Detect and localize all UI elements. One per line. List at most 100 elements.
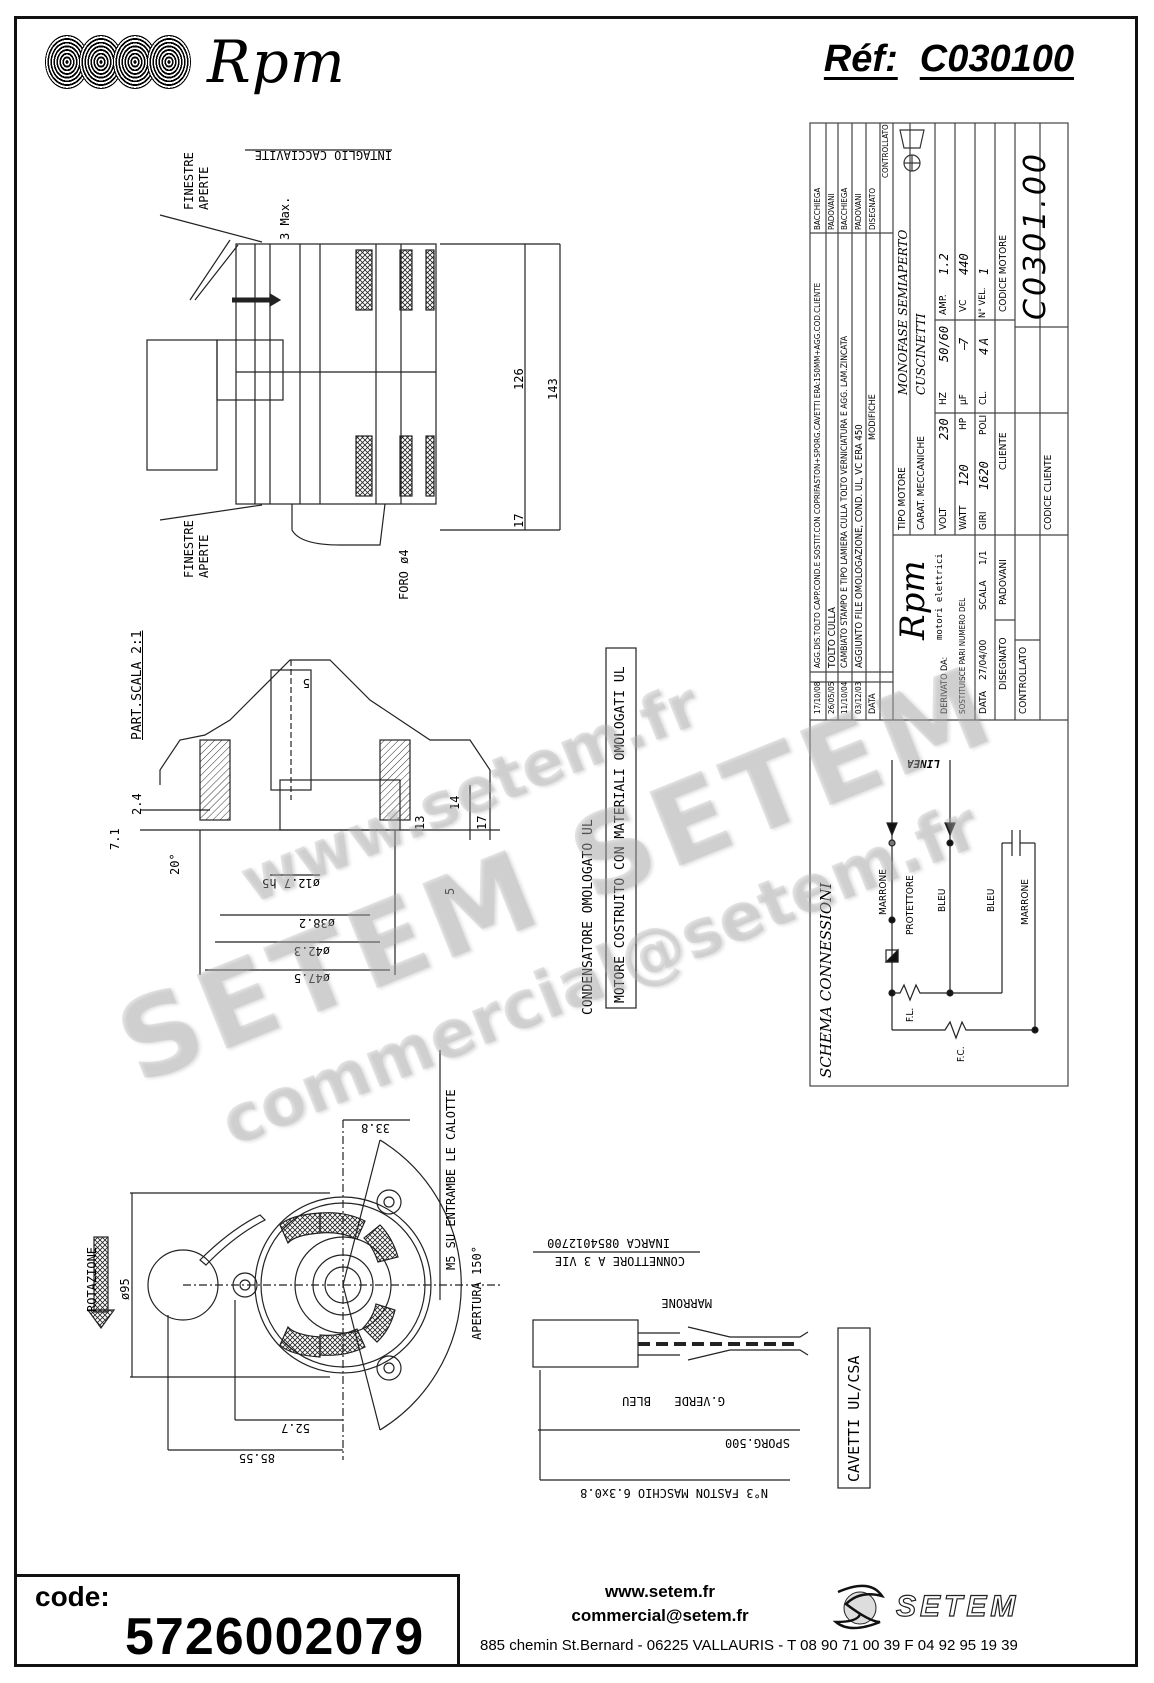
- poli-label: POLI: [978, 414, 989, 435]
- dim-52-7: 52.7: [281, 1421, 310, 1435]
- giri-label: GIRI: [978, 511, 989, 530]
- scala-label: SCALA: [978, 580, 989, 610]
- disegnato-value: PADOVANI: [998, 559, 1009, 605]
- code-value: 5726002079: [125, 1608, 425, 1666]
- col-controllato: CONTROLLATO: [881, 124, 890, 178]
- inarca-label: INARCA 0854012700: [547, 1236, 670, 1250]
- dia-47-5: ø47.5: [293, 971, 330, 985]
- angle-label: 20°: [168, 853, 182, 875]
- materiali-note: MOTORE COSTRUITO CON MATERIALI OMOLOGATI…: [613, 666, 628, 1003]
- connector-view: [532, 1251, 871, 1489]
- mod-date-3: 26/05/05: [827, 681, 836, 714]
- detail-view: [140, 659, 500, 975]
- dim-14: 14: [448, 795, 462, 810]
- drawing-frame: [14, 16, 1138, 1667]
- poli-value: 4: [977, 347, 991, 355]
- address-line: 885 chemin St.Bernard - 06225 VALLAURIS …: [480, 1637, 1018, 1654]
- dim-2-4: 2.4: [130, 793, 144, 815]
- dia-12-7: ø12.7 h5: [262, 876, 320, 890]
- intaglio-label: INTAGLIO CACCIAVITE: [254, 148, 392, 162]
- uf-value: 7: [957, 337, 971, 345]
- rotazione-label: ROTAZIONE: [85, 1246, 99, 1312]
- marrone-label-2: MARRONE: [1020, 879, 1031, 925]
- carat-label: CARAT. MECCANICHE: [916, 436, 927, 530]
- dim-126: 126: [512, 368, 526, 390]
- dim-17: 17: [512, 513, 526, 528]
- brand-name: Rpm: [207, 28, 346, 96]
- scala-value: 1/1: [978, 550, 989, 565]
- dim-7-1: 7.1: [108, 828, 122, 850]
- cl-label: CL.: [978, 390, 989, 405]
- volt-label: VOLT: [938, 507, 949, 530]
- mod-date-4: 17/10/08: [813, 681, 822, 714]
- watt-value: 120: [957, 464, 971, 486]
- condensatore-note: CONDENSATORE OMOLOGATO UL: [581, 819, 596, 1015]
- dim-143: 143: [546, 378, 560, 400]
- tipo-motore-value: MONOFASE SEMIAPERTO: [896, 229, 910, 395]
- mod-text-1: AGGIUNTO FILE OMOLOGAZIONE, COND. UL, VC…: [854, 424, 865, 668]
- sostituisce-label: SOSTITUISCE PARI NUMERO DEL: [958, 597, 967, 714]
- rpm-logo: Rpm: [45, 28, 346, 96]
- connettore-label: CONNETTORE A 3 VIE: [554, 1254, 685, 1268]
- dim-33-8: 33.8: [361, 1121, 390, 1135]
- dim-17-detail: 17: [475, 815, 489, 830]
- giri-value: 1620: [977, 461, 991, 490]
- amp-value: 1.2: [937, 253, 951, 275]
- wire-gverde: G.VERDE: [674, 1394, 725, 1408]
- bleu-label-1: BLEU: [937, 888, 948, 912]
- coil-logo-icon: [45, 35, 191, 89]
- aperte-label-bottom: APERTE: [197, 534, 211, 578]
- sporg-label: SPORG.500: [724, 1436, 790, 1450]
- hz-label: HZ: [938, 392, 949, 405]
- bleu-label-2: BLEU: [986, 888, 997, 912]
- dia-38-2: ø38.2: [298, 916, 335, 930]
- vc-value: 440: [957, 253, 971, 275]
- data-label: DATA: [978, 691, 989, 714]
- dia-42-3: ø42.3: [293, 944, 330, 958]
- mod-text-4: AGG.DIS.TOLTO CAPP.COND.E SOSTIT.CON COP…: [813, 282, 822, 668]
- col-disegnato: DISEGNATO: [868, 187, 877, 230]
- foro-label: FORO ø4: [397, 549, 411, 600]
- codice-motore-label: CODICE MOTORE: [998, 234, 1009, 312]
- dim-13: 13: [413, 815, 427, 830]
- title-block-grid: [809, 122, 1069, 1087]
- mod-text-2: CAMBIATO STAMPO E TIPO LAMIERA CULLA TOL…: [840, 335, 850, 668]
- code-label: code:: [35, 1581, 110, 1612]
- notes-box: [605, 647, 637, 1009]
- fl-label: F.L.: [905, 1007, 916, 1022]
- mod-by-4: BACCHIEGA: [813, 187, 822, 230]
- mod-by-1: PADOVANI: [854, 193, 863, 230]
- hz-value: 50/60: [937, 325, 951, 362]
- company-logo-text: Rpm: [893, 560, 933, 640]
- volt-value: 230: [937, 418, 951, 440]
- hp-label: HP: [958, 417, 969, 430]
- website-link[interactable]: www.setem.fr: [605, 1582, 715, 1601]
- dim-5-tol: 5: [443, 887, 457, 895]
- codice-motore-value: C0301.00: [1018, 150, 1053, 320]
- protettore-label: PROTETTORE: [905, 875, 916, 935]
- codice-cliente-label: CODICE CLIENTE: [1043, 454, 1054, 530]
- fc-label: F.C.: [956, 1046, 967, 1062]
- carat-value: CUSCINETTI: [914, 313, 928, 395]
- col-data: DATA: [868, 693, 878, 714]
- front-view: [86, 1050, 500, 1460]
- derivato-label: DERIVATO DA:: [940, 656, 950, 714]
- apertura-label: APERTURA 150°: [470, 1246, 484, 1340]
- dia-95: ø95: [118, 1278, 132, 1300]
- cavetti-label: CAVETTI UL/CSA: [845, 1355, 863, 1482]
- product-code-box: code: 5726002079: [14, 1574, 460, 1667]
- nvel-value: 1: [977, 267, 991, 275]
- mod-text-3: TOLTO CULLA: [827, 607, 838, 668]
- aperte-label-top: APERTE: [197, 166, 211, 210]
- controllato-label: CONTROLLATO: [1018, 646, 1029, 714]
- vc-label: VC: [958, 299, 969, 312]
- setem-globe-icon: [832, 1584, 885, 1630]
- faston-label: N°3 FASTON MASCHIO 6.3x0.8: [580, 1486, 768, 1500]
- amp-label: AMP.: [938, 294, 949, 315]
- email-link[interactable]: commercial@setem.fr: [571, 1606, 749, 1625]
- nvel-label: N° VEL.: [978, 287, 988, 318]
- disegnato-label: DISEGNATO: [998, 637, 1009, 690]
- wire-marrone: MARRONE: [661, 1296, 712, 1310]
- setem-logo: SETEM: [830, 1582, 1019, 1632]
- marrone-label-1: MARRONE: [878, 869, 889, 915]
